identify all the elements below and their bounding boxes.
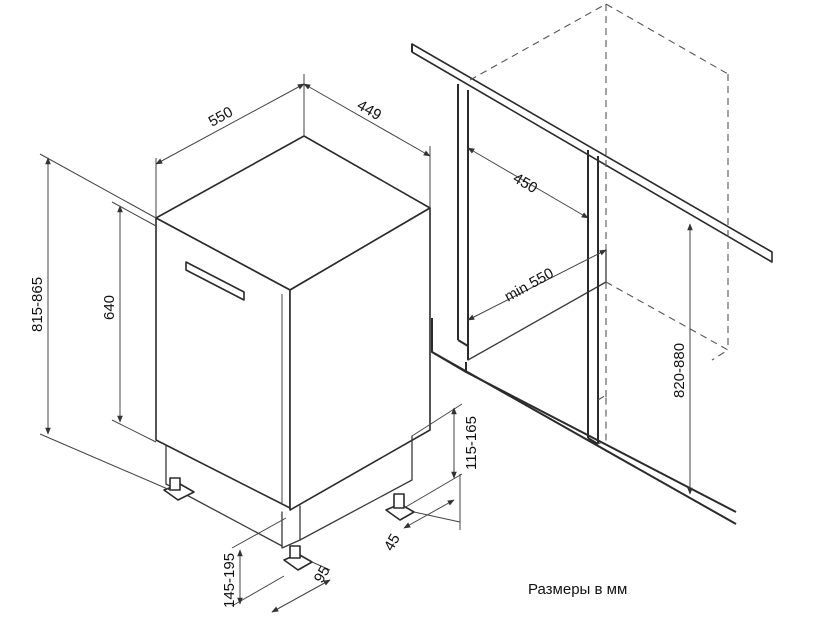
depth-label: 449 [354, 97, 384, 124]
niche-depth-label: 450 [510, 170, 540, 197]
leg-front-label: 145-195 [221, 553, 238, 608]
countertop-front-edge [411, 43, 773, 263]
total-height-dimension: 815-865 [29, 153, 171, 491]
niche-width-dimension: min 550 [467, 249, 607, 321]
leg-offset-dimension: 95 [271, 561, 334, 613]
door-handle [185, 261, 245, 301]
leg-side-dimension: 45 [381, 474, 461, 554]
body-height-label: 640 [101, 295, 118, 320]
leg-offset-label: 95 [311, 563, 334, 586]
dishwasher-side [289, 207, 431, 511]
niche-height-label: 820-880 [671, 343, 688, 398]
width-label: 550 [206, 103, 236, 130]
total-height-label: 815-865 [29, 277, 46, 332]
niche-depth-dimension: 450 [467, 147, 589, 219]
niche-width-label: min 550 [502, 265, 557, 306]
leg-adjust-label: 115-165 [463, 416, 480, 470]
niche-height-dimension: 820-880 [671, 223, 693, 495]
units-caption: Размеры в мм [528, 581, 627, 598]
dishwasher-body [155, 135, 431, 571]
leg-side-label: 45 [381, 531, 404, 554]
body-height-dimension: 640 [101, 201, 157, 443]
